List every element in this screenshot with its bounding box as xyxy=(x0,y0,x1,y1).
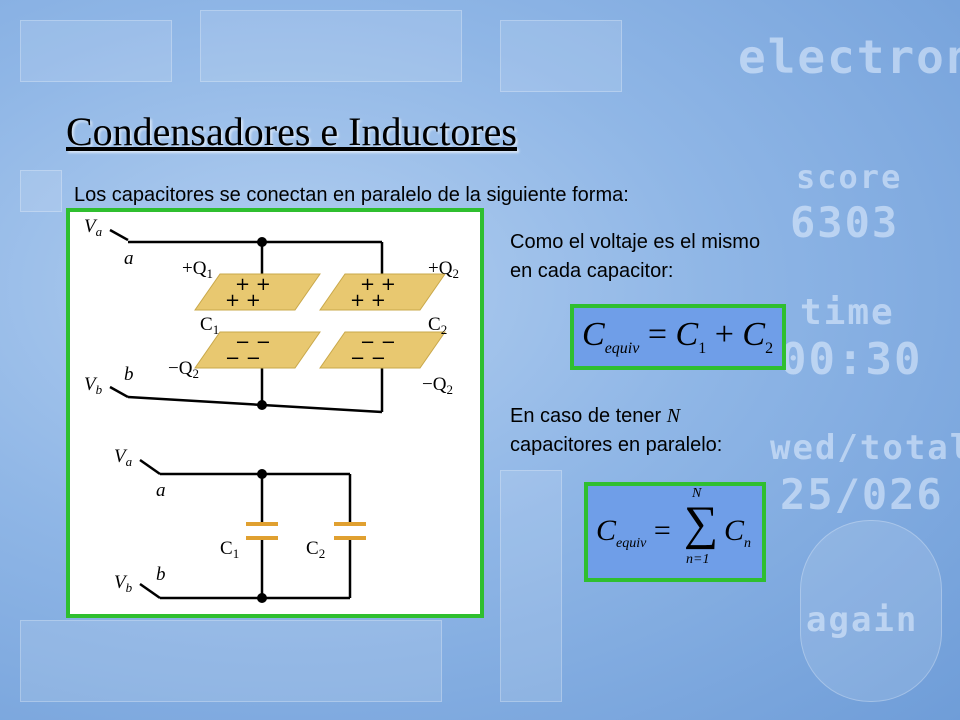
wires xyxy=(109,228,384,414)
sum-symbol: ∑ xyxy=(684,497,719,550)
svg-text:+ +: + + xyxy=(225,290,261,311)
plus-q2-label: +Q2 xyxy=(428,258,459,281)
a-schematic-label: a xyxy=(156,480,166,501)
slide-title: Condensadores e Inductores xyxy=(66,109,517,154)
capacitor-plate xyxy=(194,331,321,369)
capacitor-plate xyxy=(194,273,321,311)
capacitor-symbols xyxy=(246,522,366,540)
svg-text:− −: − − xyxy=(350,348,386,369)
bg-word: score xyxy=(796,158,903,196)
junction-dot xyxy=(257,469,267,479)
junction-dot xyxy=(257,400,267,410)
n-capacitors-text: En caso de tener N capacitores en parale… xyxy=(510,402,722,460)
intro-text: Los capacitores se conectan en paralelo … xyxy=(74,184,629,206)
bg-word: time xyxy=(800,292,895,333)
bg-word: electronica xyxy=(738,30,960,84)
n-capacitors-line2: capacitores en paralelo: xyxy=(510,434,723,456)
c1-top-label: C1 xyxy=(200,314,219,337)
svg-text:− −: − − xyxy=(225,348,261,369)
bg-chip xyxy=(200,10,462,82)
bg-chip xyxy=(500,470,562,702)
voltage-text: Como el voltaje es el mismo en cada capa… xyxy=(510,228,760,286)
bg-word: 6303 xyxy=(790,198,900,247)
va-label: Va xyxy=(84,216,103,239)
plus-q1-label: +Q1 xyxy=(182,258,213,281)
c1-schematic-label: C1 xyxy=(220,538,239,561)
vb-label: Vb xyxy=(84,374,103,397)
capacitor-plate xyxy=(319,273,446,311)
junction-dot xyxy=(257,237,267,247)
bg-fan xyxy=(800,520,942,702)
equation-box-1: Cequiv = C1 + C2 xyxy=(570,304,786,370)
sum-term: Cn xyxy=(724,514,752,551)
equation-box-2: Cequiv = N ∑ n=1 Cn xyxy=(584,482,766,582)
sum-lower-limit: n=1 xyxy=(686,552,710,567)
vb-schematic-label: Vb xyxy=(114,572,133,595)
bg-word: 00:30 xyxy=(780,334,923,385)
a-label: a xyxy=(124,248,134,269)
svg-text:+ +: + + xyxy=(350,290,386,311)
bg-chip xyxy=(500,20,622,92)
voltage-text-line2: en cada capacitor: xyxy=(510,260,674,282)
capacitor-figure: + ++ + + ++ + − −− − − −− − Va a +Q1 +Q2… xyxy=(66,208,484,618)
bg-word: 25/026 xyxy=(780,470,944,519)
bg-chip xyxy=(20,170,62,212)
svg-text:+ +: + + xyxy=(360,274,396,295)
n-capacitors-line1: En caso de tener N xyxy=(510,405,681,427)
parallel-circuit-diagram: + ++ + + ++ + − −− − − −− − Va a +Q1 +Q2… xyxy=(84,216,459,603)
svg-text:− −: − − xyxy=(360,332,396,353)
bg-chip xyxy=(20,620,442,702)
voltage-text-line1: Como el voltaje es el mismo xyxy=(510,231,761,253)
b-schematic-label: b xyxy=(156,564,166,585)
va-schematic-label: Va xyxy=(114,446,133,469)
schematic-wires xyxy=(139,458,352,600)
equation-2-lhs: Cequiv = xyxy=(596,514,671,551)
plate-charges: + ++ + + ++ + − −− − − −− − xyxy=(225,274,396,369)
bg-word: again xyxy=(806,600,919,640)
minus-q1-label: −Q2 xyxy=(168,358,199,381)
equation-1: Cequiv = C1 + C2 xyxy=(582,316,774,357)
minus-q2-label: −Q2 xyxy=(422,374,453,397)
c2-schematic-label: C2 xyxy=(306,538,325,561)
sum-upper-limit: N xyxy=(692,486,702,501)
bg-chip xyxy=(20,20,172,82)
capacitor-plate xyxy=(319,331,446,369)
c2-top-label: C2 xyxy=(428,314,447,337)
svg-text:+ +: + + xyxy=(235,274,271,295)
b-label: b xyxy=(124,364,134,385)
svg-text:− −: − − xyxy=(235,332,271,353)
bg-word: wed/total xyxy=(770,428,960,468)
junction-dot xyxy=(257,593,267,603)
